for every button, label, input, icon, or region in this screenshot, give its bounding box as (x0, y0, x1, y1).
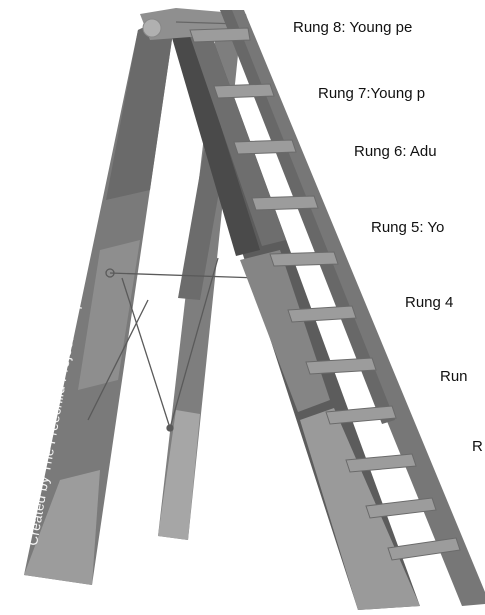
rung-3-label: Run (440, 369, 468, 384)
rung-4-label: Rung 4 (405, 295, 453, 310)
rung-8-step (190, 28, 250, 42)
rung-step (270, 252, 338, 266)
rung-5-label: Rung 5: Yo (371, 220, 444, 235)
rung-step (214, 84, 274, 98)
rung-6-label: Rung 6: Adu (354, 144, 437, 159)
rung-step (234, 140, 296, 154)
rung-2-label: R (472, 439, 483, 454)
rung-7-label: Rung 7:Young p (318, 86, 425, 101)
rung-step (252, 196, 318, 210)
rung-8-label: Rung 8: Young pe (293, 20, 412, 35)
